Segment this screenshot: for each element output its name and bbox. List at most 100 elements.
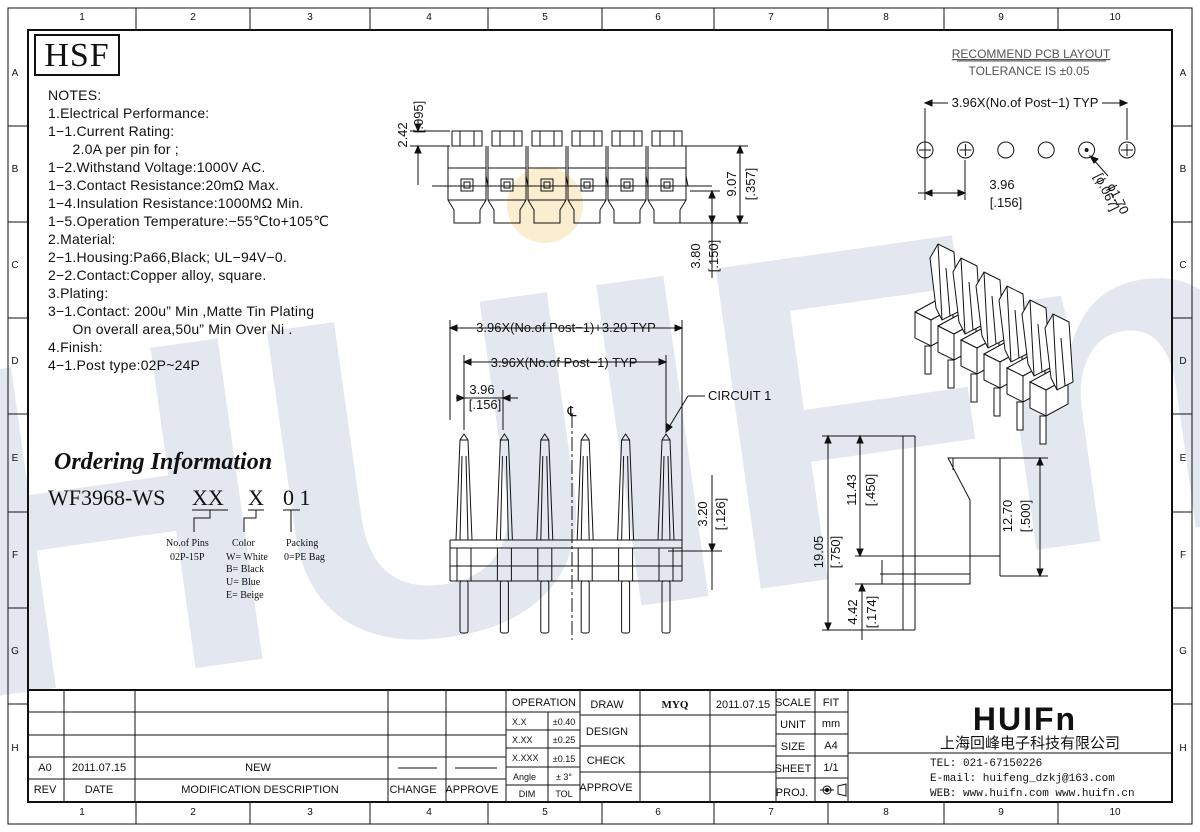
- note-line: NOTES:: [48, 87, 102, 103]
- side-h-total: 19.05: [811, 536, 826, 569]
- border-col-label: 2: [190, 807, 196, 818]
- top-view-dims: 2.42 [.095] 9.07 [.357] 3.80 [.150]: [395, 101, 758, 273]
- pcb-layout: RECOMMEND PCB LAYOUT TOLERANCE IS ±0.05: [952, 47, 1111, 78]
- front-view: [448, 320, 722, 640]
- border-col-label: 1: [79, 12, 85, 23]
- iso-pin-leg: [1016, 401, 1024, 431]
- pcb-pitch: 3.96: [989, 177, 1014, 192]
- packing-value: 0=PE Bag: [284, 552, 325, 563]
- pins-label: No.of Pins: [166, 538, 209, 549]
- tol-angle-v: ± 3°: [556, 772, 572, 782]
- pcb-hole: [1078, 141, 1096, 159]
- border-col-label: 10: [1109, 807, 1121, 818]
- rev-header: REV: [34, 784, 57, 796]
- sheet-label: SHEET: [775, 763, 812, 775]
- tol-xxx-k: X.XX: [512, 735, 533, 745]
- approve-label: APPROVE: [579, 782, 632, 794]
- pcb-pitch-in: [.156]: [990, 195, 1023, 210]
- note-line: 1−4.Insulation Resistance:1000MΩ Min.: [48, 195, 304, 211]
- note-line: 1−1.Current Rating:: [48, 123, 175, 139]
- top-view: [410, 120, 748, 278]
- note-line: 4.Finish:: [48, 339, 103, 355]
- border-row-label: G: [11, 646, 19, 657]
- scale-label: SCALE: [775, 697, 811, 709]
- front-pitch-total: 3.96X(No.of Post−1) TYP: [491, 355, 638, 370]
- note-line: 3−1.Contact: 200u” Min ,Matte Tin Platin…: [48, 303, 315, 319]
- draw-label: DRAW: [590, 699, 624, 711]
- company-name: 上海回峰电子科技有限公司: [940, 734, 1120, 752]
- size-label: SIZE: [781, 741, 805, 753]
- border-row-label: F: [1180, 550, 1186, 561]
- border-col-label: 3: [307, 12, 313, 23]
- color-e: E= Beige: [226, 590, 264, 601]
- border-row-label: E: [12, 453, 19, 464]
- color-u: U= Blue: [226, 577, 261, 588]
- border-col-label: 2: [190, 12, 196, 23]
- top-pin-body: [487, 146, 527, 169]
- dim-a: 2.42: [395, 122, 410, 147]
- border-ticks: [8, 8, 1192, 824]
- ordering-info: Ordering Information WF3968-WS XX X 0 1 …: [48, 449, 325, 601]
- outer-frame: [7, 7, 1193, 825]
- pcb-hole: [1037, 141, 1055, 159]
- size-value: A4: [824, 740, 837, 752]
- pcb-tolerance: TOLERANCE IS ±0.05: [968, 64, 1089, 78]
- color-label: Color: [232, 538, 255, 549]
- tol-label: TOL: [555, 789, 572, 799]
- side-h-right: 12.70: [1000, 500, 1015, 533]
- unit-value: mm: [822, 718, 840, 730]
- note-line: 2−2.Contact:Copper alloy, square.: [48, 267, 267, 283]
- note-line: 2.Material:: [48, 231, 116, 247]
- pins-value: 02P-15P: [170, 552, 205, 563]
- iso-pin-leg: [1039, 415, 1047, 445]
- title-block-text: A0 2011.07.15 NEW REV DATE MODIFICATION …: [34, 697, 1135, 800]
- border-row-label: A: [1180, 68, 1187, 79]
- pcb-pitch-label: 3.96X(No.of Post−1) TYP: [952, 95, 1099, 110]
- side-h-low-in: [.174]: [864, 596, 879, 629]
- border-col-label: 10: [1109, 12, 1121, 23]
- unit-label: UNIT: [780, 719, 806, 731]
- dim-c: 3.80: [688, 243, 703, 268]
- front-pin-tip: [495, 433, 513, 541]
- border-row-label: A: [12, 68, 19, 79]
- part-x: X: [248, 485, 264, 510]
- tol-xxx-v: ±0.25: [553, 735, 575, 745]
- border-col-label: 4: [426, 807, 432, 818]
- border-col-label: 7: [768, 807, 774, 818]
- part-xx: XX: [192, 485, 224, 510]
- drawer: MYQ: [662, 699, 689, 711]
- border-col-label: 5: [542, 807, 548, 818]
- top-pin-body: [567, 146, 607, 169]
- side-view: [822, 434, 1048, 640]
- pcb-hole: [956, 141, 974, 159]
- note-line: 1−2.Withstand Voltage:1000V AC.: [48, 159, 266, 175]
- border-row-label: G: [1179, 646, 1187, 657]
- front-pin-tip: [617, 433, 635, 541]
- date-value: 2011.07.15: [72, 762, 126, 774]
- top-pin-body: [527, 146, 567, 169]
- operation: OPERATION: [512, 697, 576, 709]
- side-h-right-in: [.500]: [1018, 500, 1033, 533]
- pcb-hole: [1118, 141, 1136, 159]
- pcb-title: RECOMMEND PCB LAYOUT: [952, 47, 1111, 61]
- front-overall: 3.96X(No.of Post−1)+3.20 TYP: [476, 320, 656, 335]
- front-tip: 3.20: [695, 501, 710, 526]
- note-line: 3.Plating:: [48, 285, 109, 301]
- front-tip-in: [.126]: [713, 498, 728, 531]
- iso-pin-leg: [993, 387, 1001, 417]
- border-col-label: 3: [307, 807, 313, 818]
- front-pin-tip: [536, 433, 554, 541]
- front-pin-tip: [576, 433, 594, 541]
- front-pitch-in: [.156]: [469, 397, 502, 412]
- top-pin-cap: [531, 130, 563, 147]
- front-pin-tip: [455, 433, 473, 541]
- hsf-text: HSF: [44, 37, 110, 74]
- projection-symbol-icon: [820, 783, 847, 797]
- dim-b: 9.07: [724, 171, 739, 196]
- border-row-label: H: [1179, 743, 1186, 754]
- top-pin-cap: [571, 130, 603, 147]
- dim-a-in: [.095]: [411, 101, 426, 134]
- dim-b-in: [.357]: [743, 168, 758, 201]
